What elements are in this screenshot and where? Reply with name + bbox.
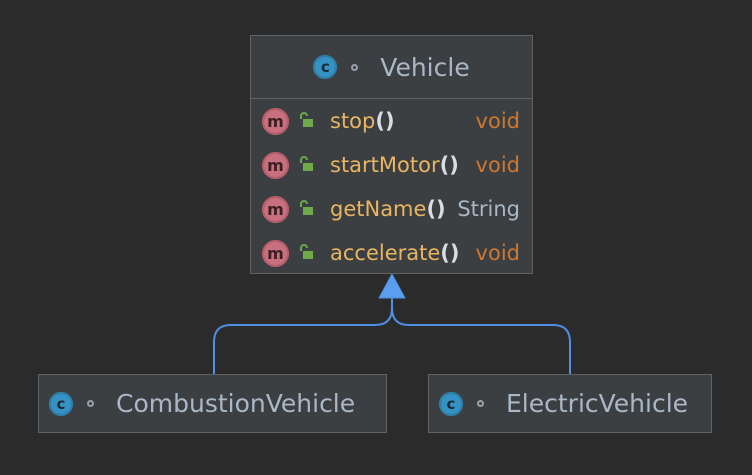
class-name: ElectricVehicle [506,389,689,418]
class-node-combustionvehicle[interactable]: c CombustionVehicle [38,374,387,433]
public-lock-icon [300,244,313,259]
class-node-electricvehicle[interactable]: c ElectricVehicle [428,374,712,433]
public-lock-icon [300,156,313,171]
method-name: accelerate() [330,241,460,265]
method-return-type: void [475,241,520,265]
method-row-getname[interactable]: m getName() String [251,187,532,231]
method-icon: m [262,239,289,267]
class-icon: c [439,391,463,416]
class-node-vehicle[interactable]: c Vehicle m stop() void m startMotor [250,35,533,274]
visibility-dot-icon [351,63,359,71]
generalization-arrowhead [378,272,406,299]
method-name: startMotor() [330,153,459,177]
class-name: Vehicle [380,52,470,82]
visibility-dot-icon [477,400,484,407]
method-icon: m [262,195,289,223]
method-icon: m [262,107,289,135]
method-return-type: void [475,153,520,177]
class-header: c ElectricVehicle [429,375,711,432]
method-row-accelerate[interactable]: m accelerate() void [251,231,532,275]
edge-electric-to-vehicle [391,298,571,374]
method-return-type: void [475,109,520,133]
public-lock-icon [300,112,313,127]
method-name: getName() [330,197,446,221]
class-icon: c [49,391,73,416]
visibility-dot-icon [87,400,94,407]
method-return-type: String [457,197,520,221]
method-row-stop[interactable]: m stop() void [251,99,532,143]
method-row-startmotor[interactable]: m startMotor() void [251,143,532,187]
public-lock-icon [300,200,313,215]
method-icon: m [262,151,289,179]
class-header: c Vehicle [251,36,532,99]
method-name: stop() [330,109,395,133]
class-name: CombustionVehicle [116,389,356,418]
class-header: c CombustionVehicle [39,375,386,432]
edge-combustion-to-vehicle [213,298,393,374]
class-icon: c [313,55,338,79]
